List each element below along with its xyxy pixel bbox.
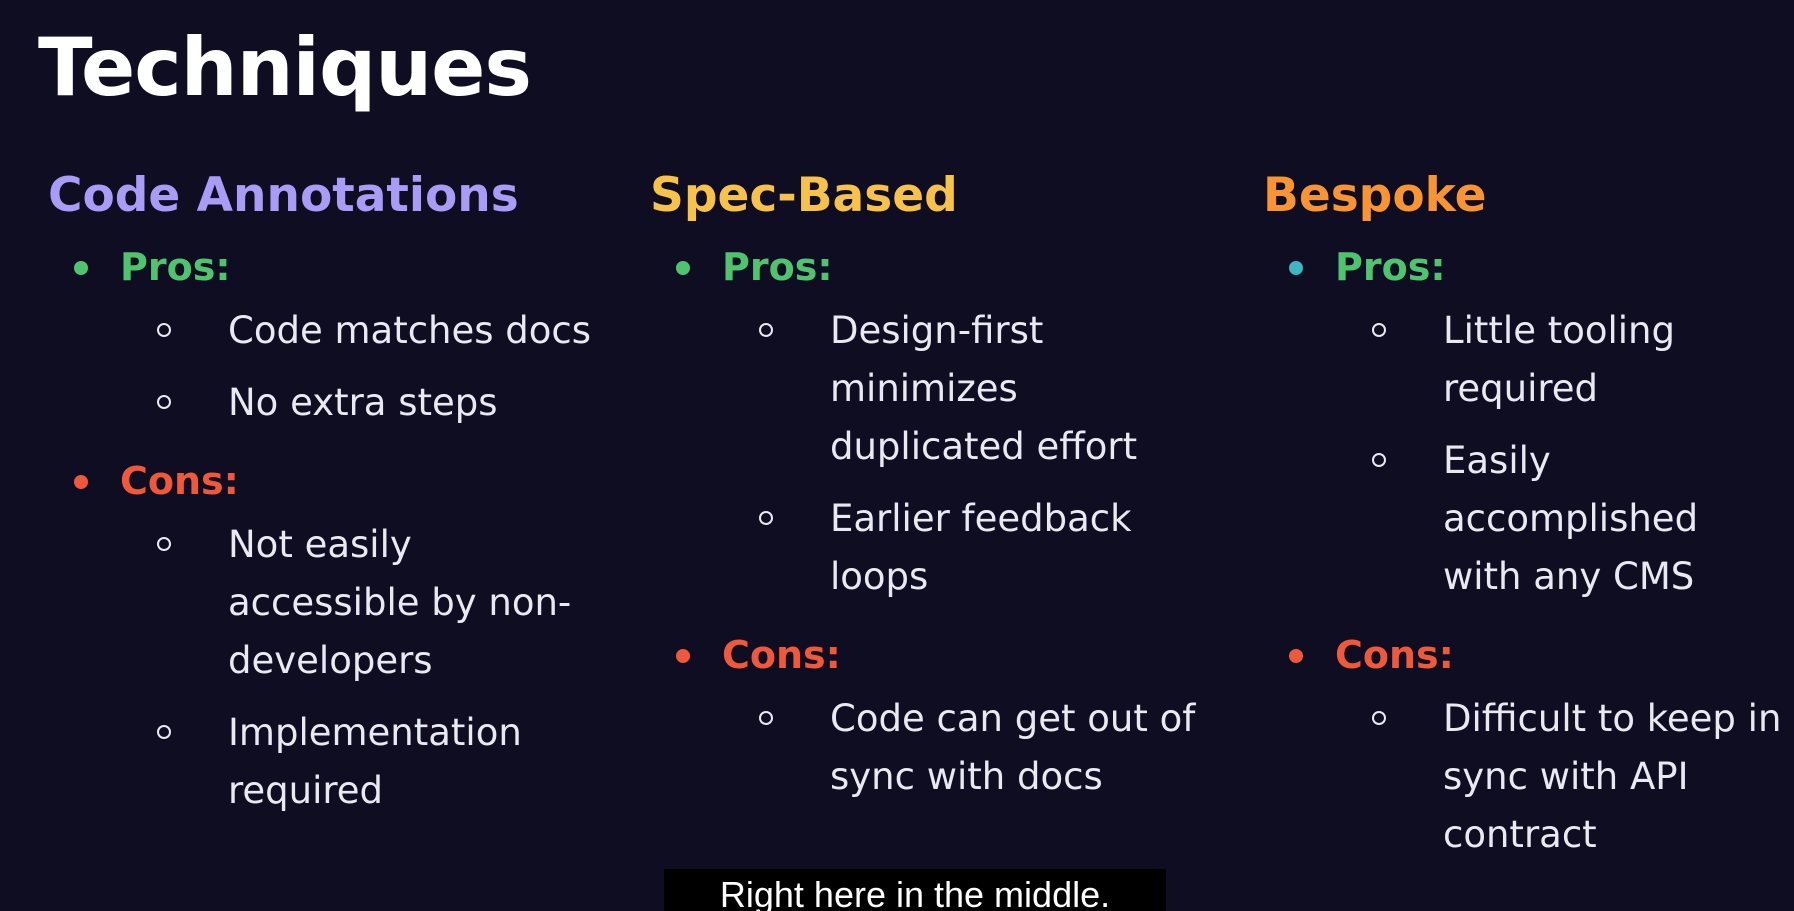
- pros-label: Pros:: [48, 232, 608, 302]
- hollow-bullet-icon: [759, 711, 773, 725]
- list-item: Difficult to keep in sync with API contr…: [1263, 690, 1794, 864]
- list-item-text: Design-first minimizes duplicated effort: [830, 309, 1138, 468]
- cons-label-text: Cons:: [1335, 633, 1454, 677]
- list-item: Design-first minimizes duplicated effort: [650, 302, 1210, 476]
- hollow-bullet-icon: [157, 323, 171, 337]
- list-item: No extra steps: [48, 374, 608, 432]
- pros-section: Pros: Little tooling required Easily acc…: [1263, 232, 1794, 606]
- list-item: Code matches docs: [48, 302, 608, 360]
- cons-label: Cons:: [48, 446, 608, 516]
- video-caption: Right here in the middle.: [664, 869, 1166, 911]
- pros-bullet-icon: [74, 261, 88, 275]
- list-item-text: No extra steps: [228, 381, 498, 424]
- list-item-text: Difficult to keep in sync with API contr…: [1443, 697, 1782, 856]
- pros-list: Code matches docs No extra steps: [48, 302, 608, 432]
- column-heading: Bespoke: [1263, 168, 1487, 223]
- hollow-bullet-icon: [759, 323, 773, 337]
- cons-section: Cons: Code can get out of sync with docs: [650, 620, 1210, 806]
- cons-label: Cons:: [650, 620, 1210, 690]
- list-item-text: Earlier feedback loops: [830, 497, 1132, 598]
- hollow-bullet-icon: [1372, 453, 1386, 467]
- hollow-bullet-icon: [157, 395, 171, 409]
- cons-label-text: Cons:: [120, 459, 239, 503]
- cons-list: Difficult to keep in sync with API contr…: [1263, 690, 1794, 864]
- column-code-annotations: Code Annotations Pros: Code matches docs…: [48, 160, 608, 834]
- list-item-text: Little tooling required: [1443, 309, 1675, 410]
- pros-list: Design-first minimizes duplicated effort…: [650, 302, 1210, 606]
- hollow-bullet-icon: [1372, 711, 1386, 725]
- cons-list: Not easily accessible by non-developers …: [48, 516, 608, 820]
- list-item: Little tooling required: [1263, 302, 1794, 418]
- pros-section: Pros: Design-first minimizes duplicated …: [650, 232, 1210, 606]
- pros-label: Pros:: [650, 232, 1210, 302]
- pros-list: Little tooling required Easily accomplis…: [1263, 302, 1794, 606]
- pros-section: Pros: Code matches docs No extra steps: [48, 232, 608, 432]
- list-item-text: Not easily accessible by non-developers: [228, 523, 572, 682]
- hollow-bullet-icon: [759, 511, 773, 525]
- list-item-text: Implementation required: [228, 711, 522, 812]
- list-item-text: Easily accomplished with any CMS: [1443, 439, 1699, 598]
- cons-list: Code can get out of sync with docs: [650, 690, 1210, 806]
- pros-label-text: Pros:: [722, 245, 833, 289]
- column-heading: Spec-Based: [650, 168, 958, 223]
- cons-label-text: Cons:: [722, 633, 841, 677]
- cons-section: Cons: Not easily accessible by non-devel…: [48, 446, 608, 820]
- list-item: Not easily accessible by non-developers: [48, 516, 608, 690]
- cons-bullet-icon: [74, 475, 88, 489]
- hollow-bullet-icon: [157, 537, 171, 551]
- hollow-bullet-icon: [1372, 323, 1386, 337]
- column-bespoke: Bespoke Pros: Little tooling required Ea…: [1263, 160, 1794, 878]
- column-spec-based: Spec-Based Pros: Design-first minimizes …: [650, 160, 1210, 820]
- list-item: Easily accomplished with any CMS: [1263, 432, 1794, 606]
- slide-title: Techniques: [38, 21, 532, 114]
- cons-bullet-icon: [676, 649, 690, 663]
- pros-label-text: Pros:: [120, 245, 231, 289]
- pros-bullet-icon: [1289, 261, 1303, 275]
- list-item: Earlier feedback loops: [650, 490, 1210, 606]
- hollow-bullet-icon: [157, 725, 171, 739]
- cons-bullet-icon: [1289, 649, 1303, 663]
- pros-label-text: Pros:: [1335, 245, 1446, 289]
- list-item: Code can get out of sync with docs: [650, 690, 1210, 806]
- pros-bullet-icon: [676, 261, 690, 275]
- cons-label: Cons:: [1263, 620, 1794, 690]
- list-item-text: Code can get out of sync with docs: [830, 697, 1196, 798]
- list-item-text: Code matches docs: [228, 309, 592, 352]
- cons-section: Cons: Difficult to keep in sync with API…: [1263, 620, 1794, 864]
- column-heading: Code Annotations: [48, 168, 519, 223]
- list-item: Implementation required: [48, 704, 608, 820]
- pros-label: Pros:: [1263, 232, 1794, 302]
